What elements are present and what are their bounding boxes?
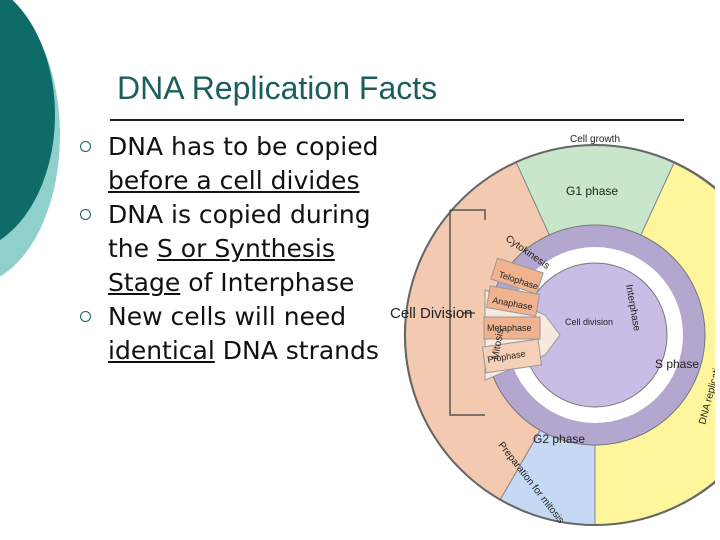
bullet-text: DNA has to be copied <box>108 132 379 161</box>
metaphase-box <box>483 316 541 340</box>
s-phase-label: S phase <box>655 357 699 371</box>
mitosis-label: Mitosis <box>490 328 506 361</box>
title-underline-rule <box>110 119 684 121</box>
cycle-outline <box>404 144 715 526</box>
bullet-text: New cells will need <box>108 302 347 331</box>
cell-division-center-label: Cell division <box>565 317 613 327</box>
g1-phase-label: G1 phase <box>566 184 618 198</box>
bullet-ring-icon <box>80 209 91 220</box>
underlined-text: before a cell divides <box>108 166 360 195</box>
cell-growth-label: Cell growth <box>570 134 620 145</box>
g2-phase-label: G2 phase <box>533 432 585 446</box>
decor-circle-dark <box>0 0 55 241</box>
underlined-text: S or Synthesis Stage <box>108 234 335 297</box>
bullet-text: DNA strands <box>214 336 379 365</box>
cell-cycle-diagram: Cell growth G1 phase S phase G2 phase Cy… <box>390 134 715 526</box>
bullet-text: of Interphase <box>180 268 355 297</box>
cell-division-bracket <box>449 209 486 416</box>
telophase-box <box>490 257 544 295</box>
bullet-ring-icon <box>80 141 91 152</box>
bullet-text: DNA is copied during the <box>108 200 371 263</box>
bullet-item: New cells will need identical DNA strand… <box>80 300 400 368</box>
bullet-list: DNA has to be copied before a cell divid… <box>80 130 400 368</box>
anaphase-box <box>485 285 541 317</box>
bullet-item: DNA is copied during the S or Synthesis … <box>80 198 400 300</box>
bullet-item: DNA has to be copied before a cell divid… <box>80 130 400 198</box>
slide-title: DNA Replication Facts <box>117 70 438 106</box>
metaphase-label: Metaphase <box>487 323 532 333</box>
cell-division-callout-label: Cell Division <box>390 305 473 322</box>
bullet-ring-icon <box>80 311 91 322</box>
underlined-text: identical <box>108 336 215 365</box>
prophase-box <box>481 338 543 374</box>
